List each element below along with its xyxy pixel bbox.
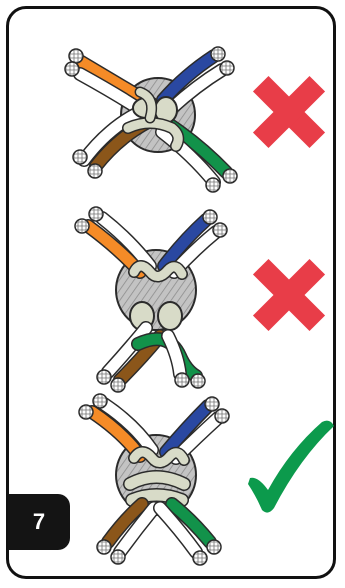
knot-diagram-3 — [78, 393, 230, 566]
cross-icon — [252, 258, 326, 332]
knot-diagram-1 — [64, 46, 238, 193]
checkmark-icon — [248, 420, 334, 513]
knot-diagram-2 — [74, 206, 228, 393]
step-number-badge: 7 — [8, 494, 70, 550]
cross-icon — [252, 75, 326, 149]
